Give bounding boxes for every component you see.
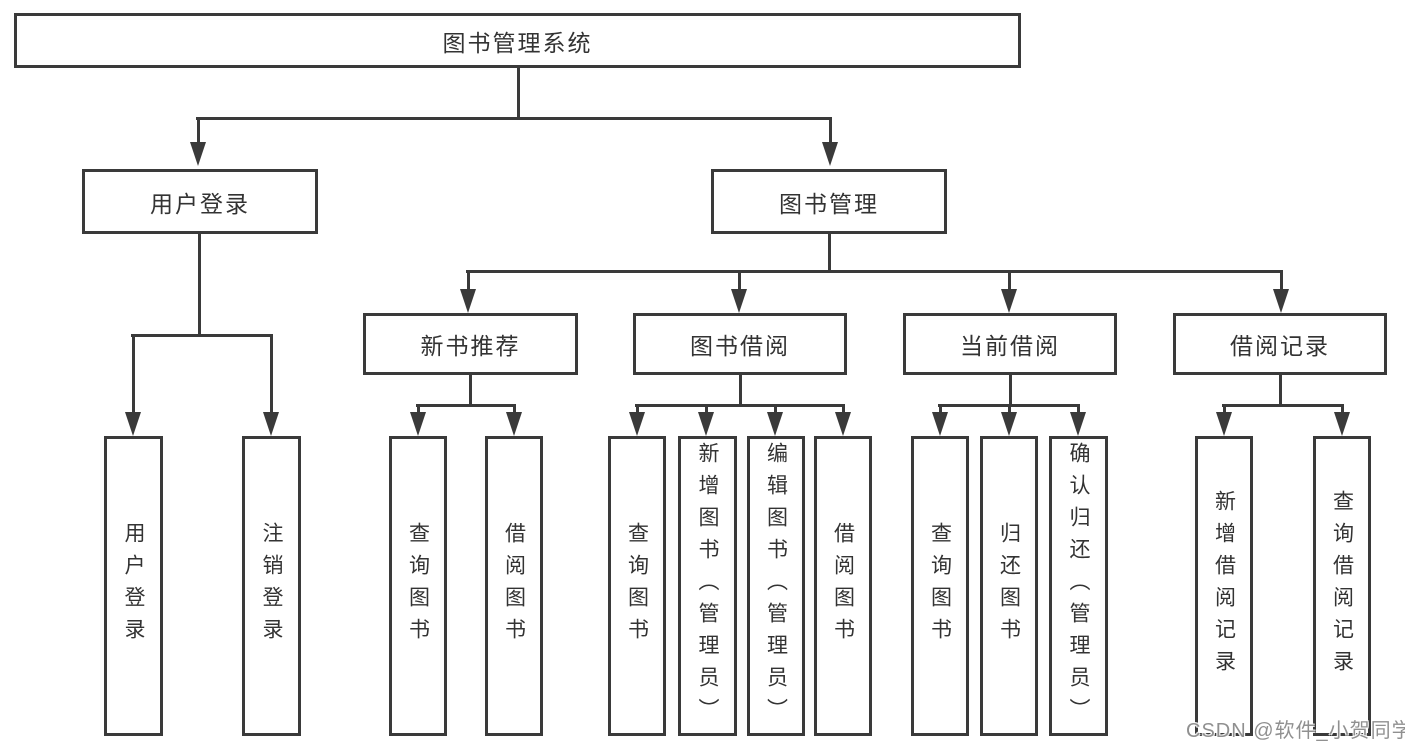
arrow-down-icon bbox=[410, 412, 426, 436]
leaf-query-book-current: 查询图书 bbox=[911, 436, 969, 736]
connector-vline-user-login bbox=[198, 234, 201, 336]
node-borrow-records: 借阅记录 bbox=[1173, 313, 1387, 375]
connector-vline-to-leaf-user-login bbox=[132, 334, 135, 414]
connector-vline-leaf bbox=[1008, 404, 1011, 414]
node-root-label: 图书管理系统 bbox=[442, 29, 593, 56]
connector-vline-leaf bbox=[1223, 404, 1226, 414]
node-new-book-rec-label: 新书推荐 bbox=[420, 333, 521, 359]
arrow-down-icon bbox=[822, 142, 838, 166]
leaf-logout: 注销登录 bbox=[242, 436, 301, 736]
leaf-query-borrow-record-label: 查询借阅记录 bbox=[1330, 490, 1354, 682]
connector-vline-leaf bbox=[842, 404, 845, 414]
connector-hline-new-book-rec-children bbox=[416, 404, 516, 407]
arrow-down-icon bbox=[1334, 412, 1350, 436]
connector-vline-leaf bbox=[1077, 404, 1080, 414]
leaf-add-book: 新增图书（管理员） bbox=[678, 436, 737, 736]
leaf-query-book-current-label: 查询图书 bbox=[928, 522, 952, 650]
connector-vline-leaf bbox=[939, 404, 942, 414]
connector-vline-root bbox=[517, 68, 520, 120]
connector-vline-to-leaf-logout bbox=[270, 334, 273, 414]
connector-vline-new-book-rec bbox=[469, 375, 472, 406]
leaf-add-borrow-record: 新增借阅记录 bbox=[1195, 436, 1253, 736]
leaf-logout-label: 注销登录 bbox=[260, 522, 283, 650]
csdn-watermark: CSDN @软件_小贺同学 bbox=[1186, 720, 1405, 742]
leaf-user-login: 用户登录 bbox=[104, 436, 163, 736]
connector-vline-leaf bbox=[705, 404, 708, 414]
node-user-login: 用户登录 bbox=[82, 169, 318, 234]
connector-vline-leaf bbox=[774, 404, 777, 414]
connector-vline-book-borrow bbox=[739, 375, 742, 406]
node-new-book-rec: 新书推荐 bbox=[363, 313, 578, 375]
node-borrow-records-label: 借阅记录 bbox=[1230, 333, 1330, 359]
leaf-add-borrow-record-label: 新增借阅记录 bbox=[1212, 490, 1236, 682]
connector-vline-borrow-records bbox=[1279, 375, 1282, 406]
leaf-query-book-rec-label: 查询图书 bbox=[406, 522, 430, 650]
leaf-query-borrow-record: 查询借阅记录 bbox=[1313, 436, 1371, 736]
node-user-login-label: 用户登录 bbox=[150, 190, 250, 217]
leaf-confirm-return: 确认归还（管理员） bbox=[1049, 436, 1108, 736]
arrow-down-icon bbox=[1001, 412, 1017, 436]
connector-vline-leaf bbox=[513, 404, 516, 414]
leaf-borrow-book-rec-label: 借阅图书 bbox=[502, 522, 526, 650]
arrow-down-icon bbox=[1001, 289, 1017, 313]
arrow-down-icon bbox=[460, 289, 476, 313]
leaf-query-book-borrow: 查询图书 bbox=[608, 436, 666, 736]
leaf-borrow-book-borrow-label: 借阅图书 bbox=[831, 522, 855, 650]
node-current-borrow: 当前借阅 bbox=[903, 313, 1117, 375]
leaf-query-book-borrow-label: 查询图书 bbox=[625, 522, 649, 650]
leaf-borrow-book-borrow: 借阅图书 bbox=[814, 436, 872, 736]
connector-vline-leaf bbox=[417, 404, 420, 414]
connector-vline-to-user-login bbox=[197, 117, 200, 145]
arrow-down-icon bbox=[731, 289, 747, 313]
arrow-down-icon bbox=[263, 412, 279, 436]
leaf-borrow-book-rec: 借阅图书 bbox=[485, 436, 543, 736]
leaf-add-book-label: 新增图书（管理员） bbox=[696, 442, 719, 730]
node-root: 图书管理系统 bbox=[14, 13, 1021, 68]
arrow-down-icon bbox=[698, 412, 714, 436]
leaf-confirm-return-label: 确认归还（管理员） bbox=[1067, 442, 1090, 730]
connector-vline-leaf bbox=[636, 404, 639, 414]
leaf-edit-book: 编辑图书（管理员） bbox=[747, 436, 805, 736]
connector-hline-user-login-children bbox=[131, 334, 273, 337]
arrow-down-icon bbox=[125, 412, 141, 436]
connector-hline-level2 bbox=[196, 117, 832, 120]
arrow-down-icon bbox=[1216, 412, 1232, 436]
connector-vline-current-borrow bbox=[1009, 375, 1012, 406]
node-book-mgmt: 图书管理 bbox=[711, 169, 947, 234]
node-current-borrow-label: 当前借阅 bbox=[960, 333, 1060, 359]
arrow-down-icon bbox=[932, 412, 948, 436]
arrow-down-icon bbox=[1273, 289, 1289, 313]
leaf-edit-book-label: 编辑图书（管理员） bbox=[764, 442, 788, 730]
connector-hline-book-mgmt-children bbox=[466, 270, 1283, 273]
leaf-return-book: 归还图书 bbox=[980, 436, 1038, 736]
arrow-down-icon bbox=[506, 412, 522, 436]
connector-vline-book-mgmt bbox=[828, 234, 831, 273]
connector-vline-to-book-mgmt bbox=[829, 117, 832, 145]
arrow-down-icon bbox=[767, 412, 783, 436]
connector-hline-borrow-records-children bbox=[1222, 404, 1344, 407]
node-book-borrow-label: 图书借阅 bbox=[690, 333, 790, 359]
leaf-return-book-label: 归还图书 bbox=[997, 522, 1021, 650]
connector-vline-to-new-book-rec bbox=[467, 270, 470, 292]
connector-vline-to-borrow-records bbox=[1280, 270, 1283, 292]
arrow-down-icon bbox=[1070, 412, 1086, 436]
node-book-mgmt-label: 图书管理 bbox=[779, 190, 879, 217]
connector-vline-leaf bbox=[1341, 404, 1344, 414]
leaf-query-book-rec: 查询图书 bbox=[389, 436, 447, 736]
connector-hline-book-borrow-children bbox=[635, 404, 845, 407]
arrow-down-icon bbox=[190, 142, 206, 166]
leaf-user-login-label: 用户登录 bbox=[122, 522, 145, 650]
connector-vline-to-current-borrow bbox=[1008, 270, 1011, 292]
arrow-down-icon bbox=[835, 412, 851, 436]
node-book-borrow: 图书借阅 bbox=[633, 313, 847, 375]
connector-vline-to-book-borrow bbox=[738, 270, 741, 292]
arrow-down-icon bbox=[629, 412, 645, 436]
